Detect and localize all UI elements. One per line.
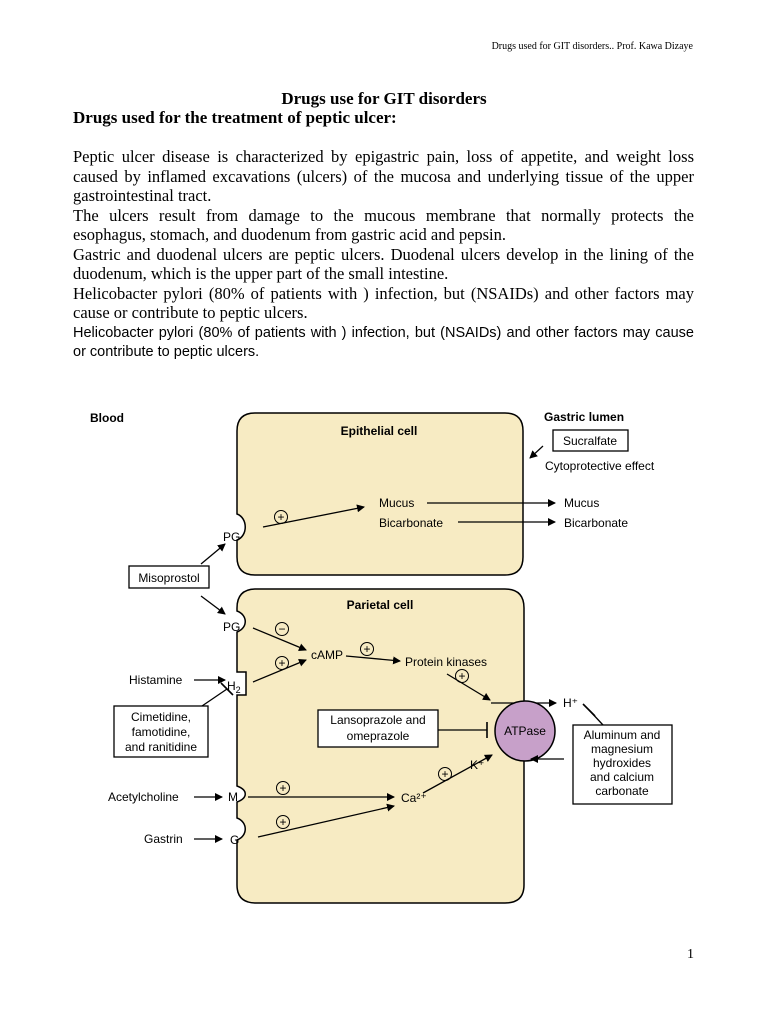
gastric-lumen-label: Gastric lumen: [544, 410, 624, 424]
h-plus-label: H⁺: [563, 696, 578, 710]
plus-sign: +: [441, 767, 448, 781]
misoprostol-to-epithelial-arrow: [200, 543, 226, 565]
parietal-cell-label: Parietal cell: [347, 598, 414, 612]
misoprostol-to-parietal-arrow: [200, 595, 226, 615]
mucus-label: Mucus: [379, 496, 414, 510]
misoprostol-box: [128, 565, 210, 589]
cimetidine-box: [113, 705, 209, 758]
body-text: Peptic ulcer disease is characterized by…: [73, 147, 694, 362]
atpase-pump: [494, 700, 556, 762]
epithelial-cell: [236, 412, 524, 576]
gastrin-label: Gastrin: [144, 832, 183, 846]
minus-circle: [275, 622, 289, 636]
sucralfate-label: Sucralfate: [563, 434, 617, 448]
calcium-ion-label: Ca²⁺: [401, 791, 427, 805]
minus-sign: −: [278, 622, 285, 636]
hydroxides-label: hydroxides: [593, 756, 651, 770]
paragraph: Gastric and duodenal ulcers are peptic u…: [73, 244, 694, 284]
page-number: 1: [687, 947, 694, 962]
famotidine-label: famotidine,: [132, 725, 191, 739]
cytoprotective-label: Cytoprotective effect: [545, 459, 655, 473]
camp-label: cAMP: [311, 648, 343, 662]
aluminum-label: Aluminum and: [584, 728, 661, 742]
document-subtitle: Drugs used for the treatment of peptic u…: [73, 108, 397, 127]
pg-to-camp-arrow: [252, 627, 307, 652]
paragraph: Helicobacter pylori (80% of patients wit…: [73, 283, 694, 323]
plus-sign: +: [363, 642, 370, 656]
h2-block-line: [201, 688, 228, 707]
h-plus-block-line: [588, 709, 604, 726]
sucralfate-arrow: [529, 445, 544, 459]
plus-circle: [276, 781, 290, 795]
cimetidine-label: Cimetidine,: [131, 710, 191, 724]
acetylcholine-label: Acetylcholine: [108, 790, 179, 804]
epithelial-cell-label: Epithelial cell: [341, 424, 418, 438]
m-receptor-label: M: [228, 790, 238, 804]
sucralfate-box: [552, 429, 629, 452]
plus-circle: [276, 815, 290, 829]
lumen-bicarbonate-label: Bicarbonate: [564, 516, 628, 530]
g-to-calcium-arrow: [257, 803, 395, 838]
histamine-label: Histamine: [129, 673, 183, 687]
bicarbonate-label: Bicarbonate: [379, 516, 443, 530]
paragraph: Helicobacter pylori (80% of patients wit…: [73, 324, 694, 360]
carbonate-label: carbonate: [595, 784, 649, 798]
pg-label-epithelial: PG: [223, 530, 240, 544]
omeprazole-label: omeprazole: [347, 729, 410, 743]
misoprostol-label: Misoprostol: [138, 571, 199, 585]
h2-receptor-label: H2: [227, 679, 241, 695]
camp-to-kinases-arrow: [345, 655, 401, 665]
plus-sign: +: [278, 656, 285, 670]
plus-sign: +: [277, 510, 284, 524]
lansoprazole-label: Lansoprazole and: [330, 713, 425, 727]
running-header: Drugs used for GIT disorders.. Prof. Kaw…: [491, 41, 693, 52]
kinases-to-pump-arrow: [446, 673, 491, 701]
plus-sign: +: [279, 781, 286, 795]
g-receptor-label: G: [230, 833, 239, 847]
pg-label-parietal: PG: [223, 620, 240, 634]
paragraph: The ulcers result from damage to the muc…: [73, 205, 694, 245]
protein-kinases-label: Protein kinases: [405, 655, 487, 669]
blood-label: Blood: [90, 411, 124, 425]
plus-circle: [360, 642, 374, 656]
lansoprazole-box: [317, 709, 439, 748]
lumen-mucus-label: Mucus: [564, 496, 599, 510]
magnesium-label: magnesium: [591, 742, 653, 756]
plus-sign: +: [458, 669, 465, 683]
ranitidine-label: and ranitidine: [125, 740, 197, 754]
antacid-box: [572, 724, 673, 805]
h2-to-camp-arrow: [252, 658, 307, 683]
calcium-to-pump-arrow: [422, 754, 493, 794]
paragraph: Peptic ulcer disease is characterized by…: [73, 147, 694, 205]
pg-to-mucus-arrow: [262, 504, 365, 528]
h2-block-bar: [220, 682, 234, 696]
document-title: Drugs use for GIT disorders: [281, 89, 487, 108]
plus-sign: +: [279, 815, 286, 829]
atpase-label: ATPase: [504, 724, 546, 738]
calcium-label: and calcium: [590, 770, 654, 784]
